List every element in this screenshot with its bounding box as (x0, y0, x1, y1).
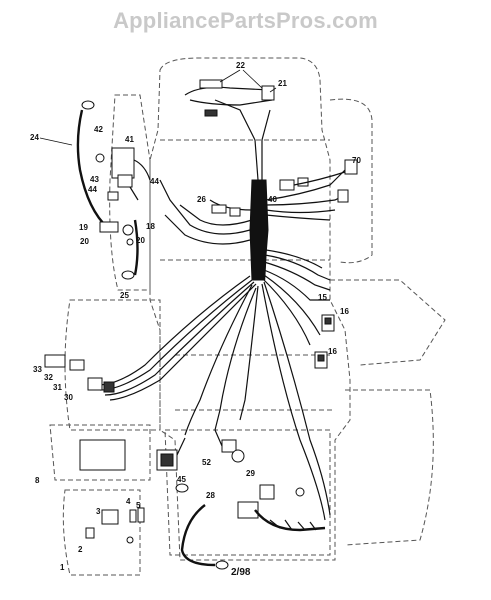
main-harness (214, 99, 271, 281)
callout-28: 28 (206, 491, 215, 500)
chassis-outline (49, 57, 446, 576)
callout-70: 70 (352, 156, 361, 165)
watermark: AppliancePartsPros.com (113, 8, 378, 33)
relays-16 (314, 314, 335, 369)
module-45 (156, 437, 186, 471)
ignition-switch (99, 221, 134, 246)
connector-29 (237, 484, 326, 532)
callout-45: 45 (177, 475, 186, 484)
callout-18: 18 (146, 222, 155, 231)
callout-41: 41 (125, 135, 134, 144)
seat-switch (184, 79, 275, 117)
callout-29: 29 (246, 469, 255, 478)
date-code: 2/98 (231, 567, 251, 578)
callout-19: 19 (79, 223, 88, 232)
connector-cluster-30 (44, 354, 115, 393)
connector-26 (211, 204, 241, 217)
callout-4: 4 (126, 497, 131, 506)
callout-labels: 22 21 24 42 41 43 44 44 19 18 20 20 25 2… (30, 61, 361, 572)
callout-22: 22 (236, 61, 245, 70)
harness-branches (97, 169, 346, 521)
callout-44-left: 44 (88, 185, 97, 194)
callout-20-left: 20 (80, 237, 89, 246)
callout-3: 3 (96, 507, 101, 516)
callout-33: 33 (33, 365, 42, 374)
callout-8: 8 (35, 476, 40, 485)
callout-31: 31 (53, 383, 62, 392)
callout-16-top: 16 (340, 307, 349, 316)
cable-28 (175, 483, 229, 570)
callout-42: 42 (94, 125, 103, 134)
callout-44-right: 44 (150, 177, 159, 186)
callout-26: 26 (197, 195, 206, 204)
callout-43: 43 (90, 175, 99, 184)
callout-25: 25 (120, 291, 129, 300)
callout-52: 52 (202, 458, 211, 467)
callout-40: 40 (268, 195, 277, 204)
callout-21: 21 (278, 79, 287, 88)
solenoid-cluster (95, 147, 151, 201)
callout-16-bottom: 16 (328, 347, 337, 356)
callout-1: 1 (60, 563, 65, 572)
callout-2: 2 (78, 545, 83, 554)
callout-32: 32 (44, 373, 53, 382)
callout-24: 24 (30, 133, 39, 142)
battery-cable-24 (76, 100, 109, 229)
callout-20-right: 20 (136, 236, 145, 245)
callout-30: 30 (64, 393, 73, 402)
callout-5: 5 (136, 501, 141, 510)
engine-parts (79, 439, 145, 544)
connector-70 (279, 159, 358, 203)
cable-25 (121, 219, 139, 280)
light-52 (214, 429, 245, 463)
callout-15: 15 (318, 293, 327, 302)
